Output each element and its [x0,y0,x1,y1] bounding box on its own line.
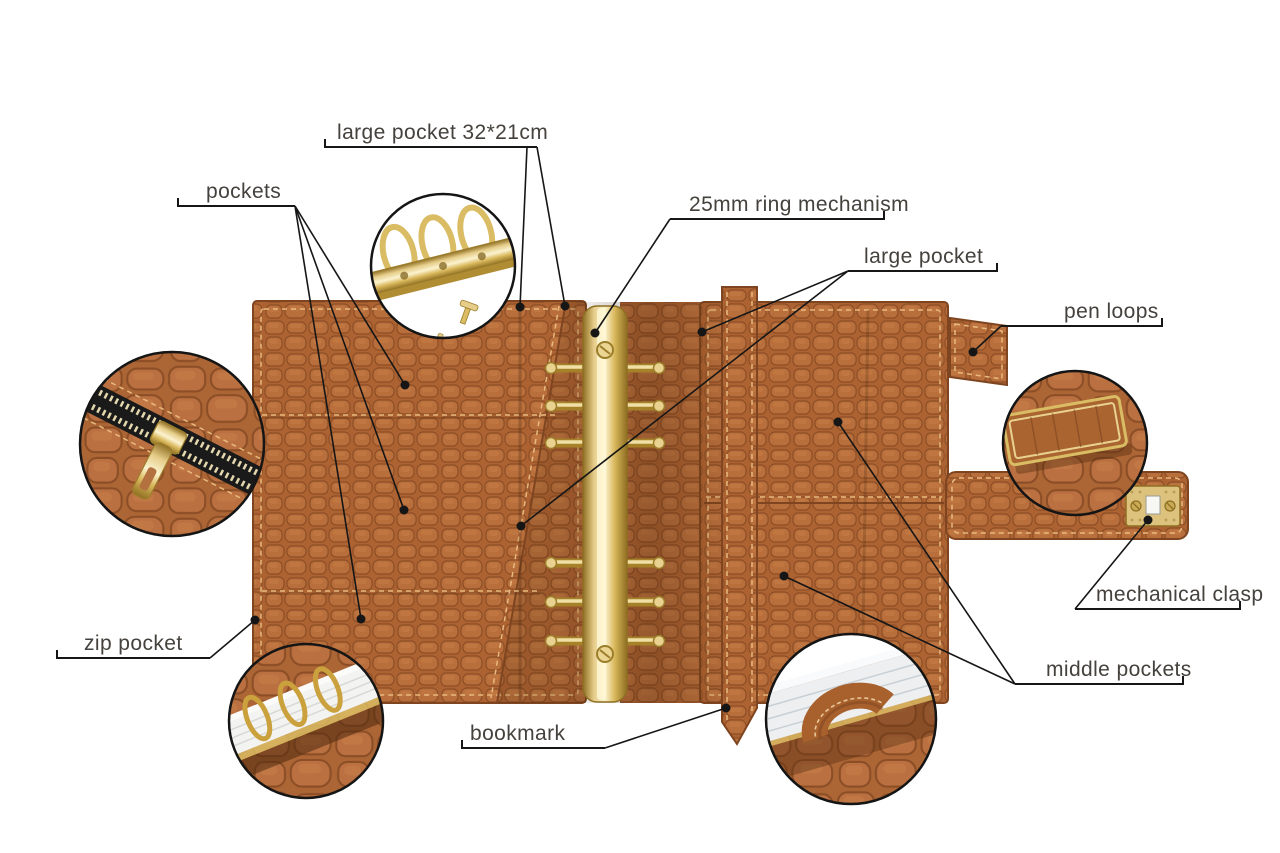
inset-planner-rings-closeup [227,642,385,800]
inset-ring-mechanism-parts [369,192,517,340]
callout-mechanical-clasp: mechanical clasp [1096,583,1264,606]
bookmark-strap [721,286,758,746]
callout-pockets: pockets [206,180,282,203]
callout-ring-mechanism: 25mm ring mechanism [689,193,909,216]
inset-clasp-closeup [1001,369,1149,517]
clasp-slot [1145,495,1161,515]
callout-middle-pockets: middle pockets [1046,658,1192,681]
ring-mechanism [544,305,666,703]
callout-pen-loops: pen loops [1064,300,1159,323]
inset-middle-pocket-loop-closeup [764,632,938,806]
callout-large-pocket-size: large pocket 32*21cm [337,121,549,144]
callout-bookmark: bookmark [470,722,566,745]
mechanism-screw-bottom [596,645,614,663]
inset-zip-pocket-closeup [78,350,266,538]
callout-zip-pocket: zip pocket [84,632,183,655]
left-cover-page [252,300,587,704]
mechanism-screw-top [596,341,614,359]
clasp-plate [1125,485,1181,527]
binder-screw [422,333,444,337]
callout-lines [56,139,1241,749]
callout-dots [250,301,1153,713]
binder-screw [459,299,479,325]
zipper-slider [131,420,188,500]
callout-large-pocket: large pocket [864,245,984,268]
